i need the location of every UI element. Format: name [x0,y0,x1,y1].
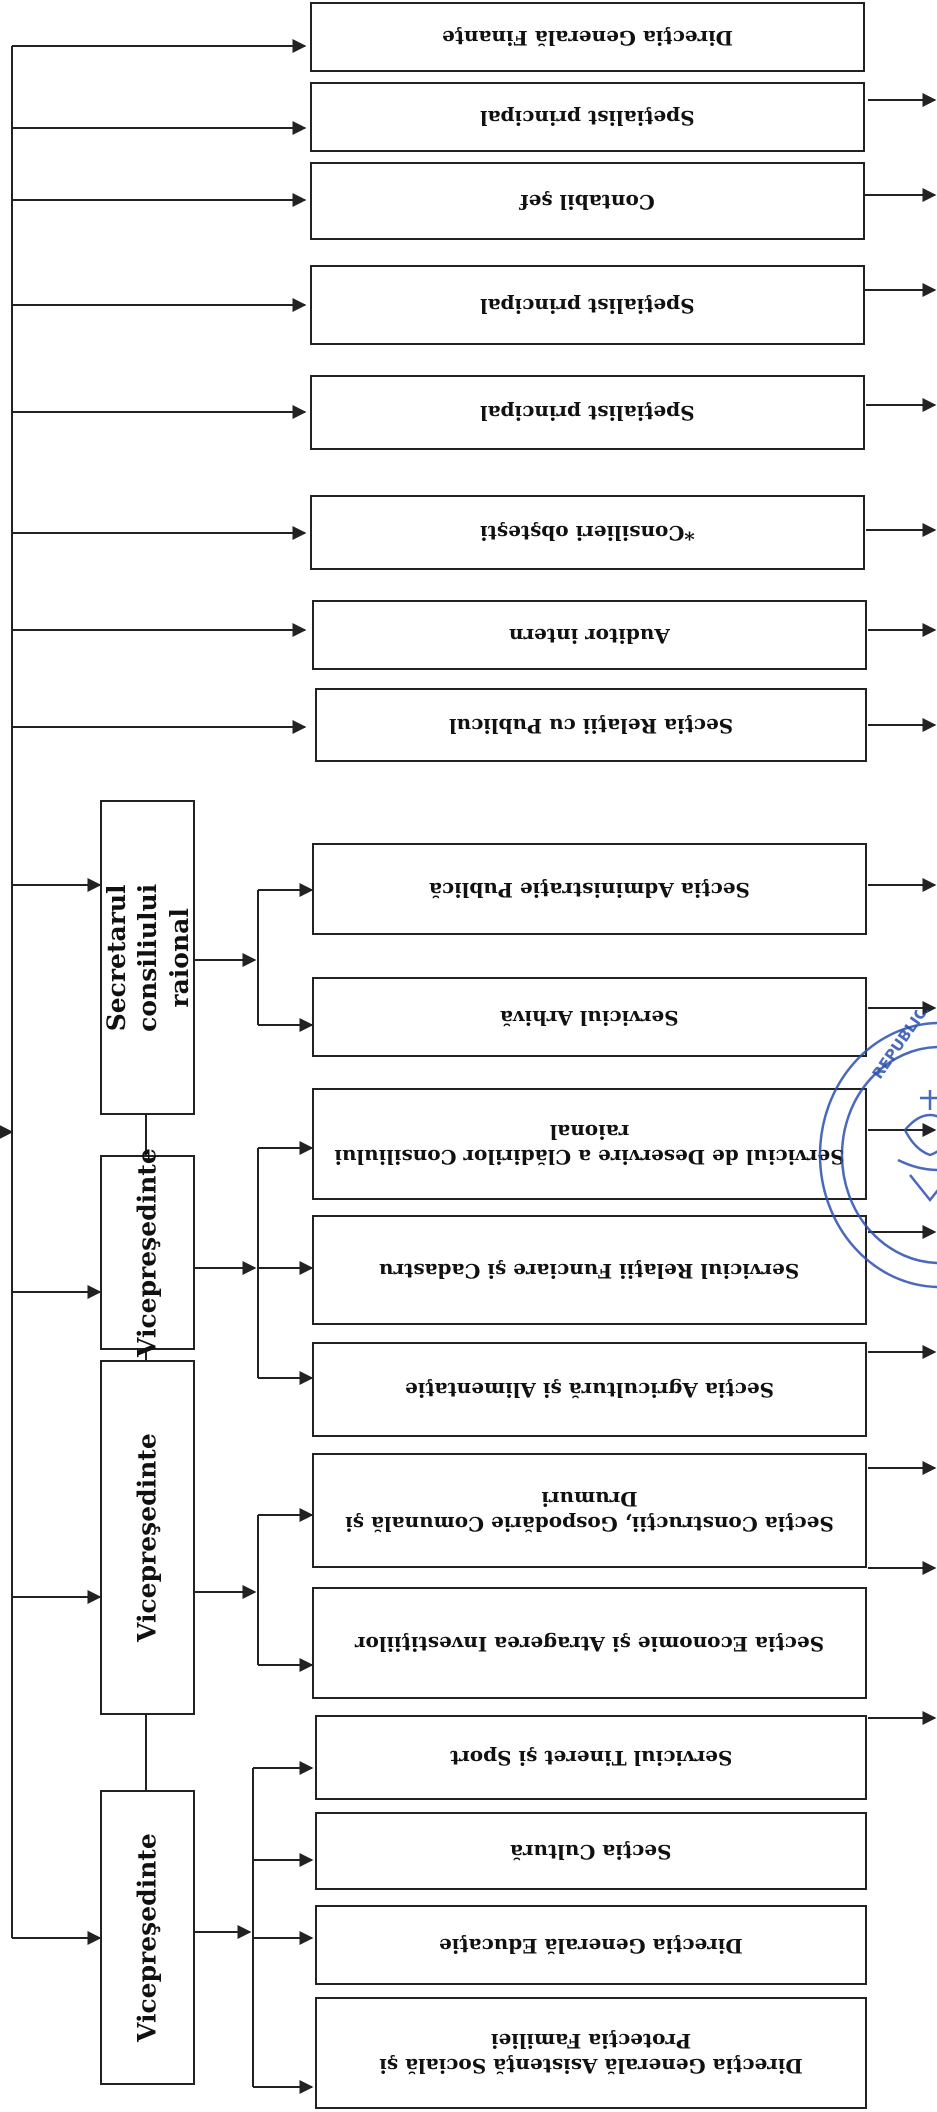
dept-relatii-funciare: Serviciul Relaţii Funciare şi Cadastru [312,1215,867,1325]
vicepresedinte-box-3: Vicepreşedinte [100,1790,195,2085]
dept-directia-finante: Direcţia Generală Finanţe [310,2,865,72]
dept-agricultura: Secţia Agricultură şi Alimentaţie [312,1342,867,1437]
dept-deservire-cladiri: Serviciul de Deservire a Clădirilor Cons… [312,1088,867,1200]
dept-contabil-sef: Contabil şef [310,162,865,240]
vicepresedinte-box-2: Vicepreşedinte [100,1360,195,1715]
dept-auditor-intern: Auditor intern [312,600,867,670]
svg-text:REPUBLICA MOLDOVA: REPUBLICA MOLDOVA [869,1010,937,1082]
dept-cultura: Secţia Cultură [315,1812,867,1890]
dept-specialist-principal-1: Speţialist principal [310,82,865,152]
vicepresedinte-box-1: Vicepreşedinte [100,1148,195,1357]
dept-administratie-publica: Secţia Administraţie Publică [312,843,867,935]
dept-directia-educatie: Direcţia Generală Educaţie [315,1905,867,1985]
dept-serviciul-arhiva: Serviciul Arhivă [312,977,867,1057]
official-seal-stamp: REPUBLICA MOLDOVA [818,1010,937,1289]
dept-specialist-principal-3: Speţialist principal [310,375,865,450]
secretar-label: Secretarul consiliului raional [101,883,194,1032]
dept-tineret-sport: Serviciul Tineret şi Sport [315,1715,867,1800]
vicepresedinte-label-1: Vicepreşedinte [132,1148,162,1357]
secretar-box: Secretarul consiliului raional [100,800,195,1115]
vicepresedinte-label-2: Vicepreşedinte [132,1433,162,1642]
dept-consilieri-obstesti: *Consilieri obşteşti [310,495,865,570]
dept-specialist-principal-2: Speţialist principal [310,265,865,345]
dept-asistenta-sociala: Direcţia Generală Asistenţă Socială şi P… [315,1997,867,2109]
dept-constructii: Secţia Construcţii, Gospodărie Comunală … [312,1453,867,1568]
dept-economie: Secţia Economie şi Atragerea Investiţiil… [312,1587,867,1699]
dept-relatii-public: Secţia Relaţii cu Publicul [315,688,867,762]
vicepresedinte-label-3: Vicepreşedinte [132,1833,162,2042]
